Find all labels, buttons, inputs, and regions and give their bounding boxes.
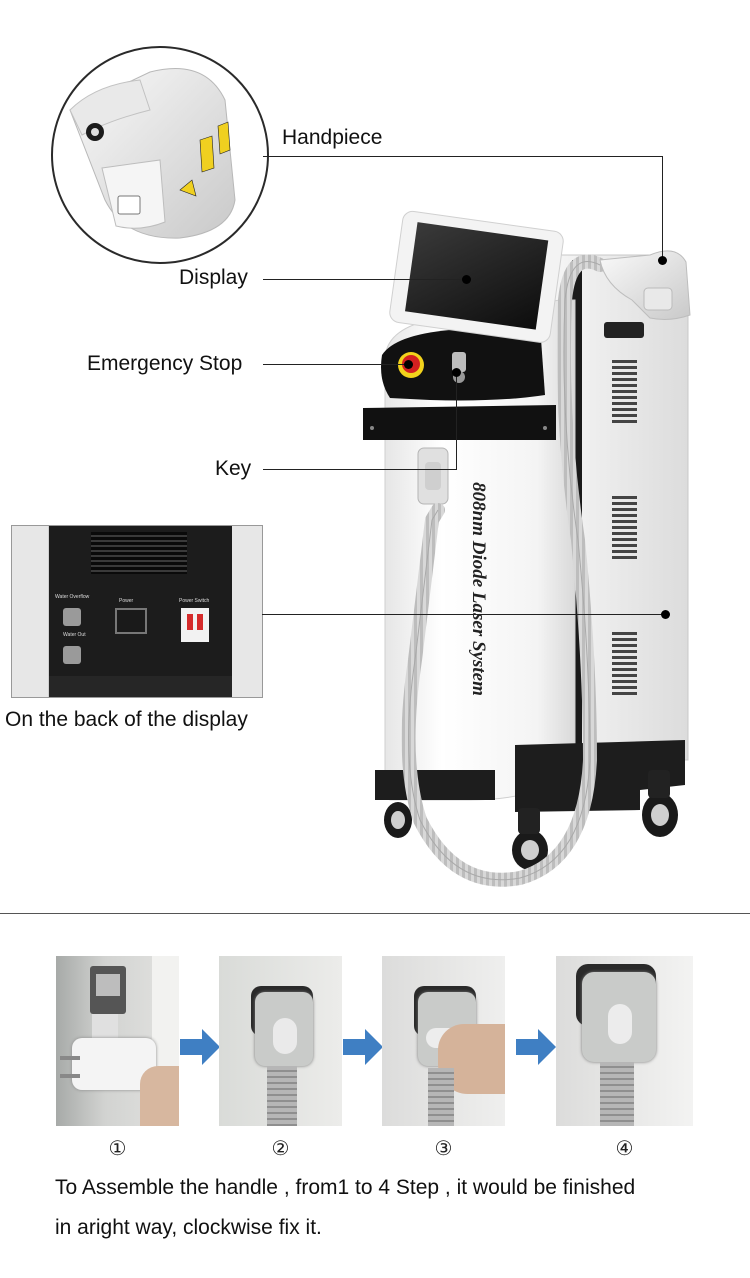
vent-grille: [91, 532, 187, 574]
key-leader-h: [263, 469, 456, 470]
power-switch-label: Power Switch: [179, 598, 210, 604]
step-2-number: ②: [271, 1138, 290, 1160]
water-out-label: Water Out: [63, 632, 86, 638]
section-divider: [0, 913, 750, 914]
back-panel-plate: Water Overflow Water Out Power Power Swi…: [49, 526, 232, 676]
machine-side-text: 808nm Diode Laser System: [458, 468, 498, 718]
back-panel-leader: [262, 614, 664, 615]
display-leader-dot: [462, 275, 471, 284]
power-label: Power: [119, 598, 134, 604]
back-panel-photo: Water Overflow Water Out Power Power Swi…: [11, 525, 263, 698]
step-3-photo: [382, 956, 505, 1126]
back-caption: On the back of the display: [5, 708, 248, 731]
water-overflow-label: Water Overflow: [55, 594, 90, 600]
step-3-number: ③: [434, 1138, 453, 1160]
handpiece-label: Handpiece: [282, 126, 383, 149]
step-4-photo: [556, 956, 693, 1126]
handpiece-leader-h: [263, 156, 662, 157]
display-label: Display: [179, 266, 248, 289]
step-arrow-1: [180, 1029, 220, 1065]
power-socket: [115, 608, 147, 634]
step-4-number: ④: [615, 1138, 634, 1160]
step-arrow-2: [343, 1029, 383, 1065]
instruction-line-1: To Assemble the handle , from1 to 4 Step…: [55, 1176, 636, 1199]
back-panel-leader-dot: [661, 610, 670, 619]
step-1-photo: [56, 956, 179, 1126]
emergency-stop-leader: [263, 364, 405, 365]
key-label: Key: [215, 457, 252, 480]
key-leader-dot: [452, 368, 461, 377]
display-leader: [263, 279, 463, 280]
instruction-line-2: in aright way, clockwise fix it.: [55, 1216, 322, 1239]
handpiece-leader-dot: [658, 256, 667, 265]
machine-side-label: 808nm Diode Laser System: [468, 482, 489, 696]
emergency-stop-label: Emergency Stop: [87, 352, 243, 375]
step-1-number: ①: [108, 1138, 127, 1160]
water-out-port: [63, 646, 81, 664]
emergency-stop-leader-dot: [404, 360, 413, 369]
step-arrow-3: [516, 1029, 556, 1065]
handpiece-leader-v: [662, 156, 663, 259]
step-2-photo: [219, 956, 342, 1126]
key-leader-v: [456, 372, 457, 470]
water-overflow-port: [63, 608, 81, 626]
power-switch: [181, 608, 209, 642]
